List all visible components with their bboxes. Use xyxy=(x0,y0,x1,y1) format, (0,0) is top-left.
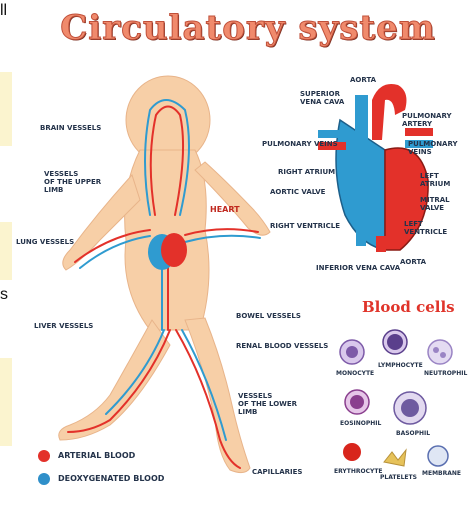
cell-label-basophil: BASOPHIL xyxy=(396,430,430,438)
label-brain-vessels: BRAIN VESSELS xyxy=(40,124,101,132)
label-upper-limb: VESSELS OF THE UPPER LIMB xyxy=(44,170,101,194)
membrane-cell xyxy=(428,446,448,466)
legend-deoxygenated-dot xyxy=(38,473,50,485)
label-aorta-bottom: AORTA xyxy=(400,258,426,266)
legend-arterial-dot xyxy=(38,450,50,462)
label-aortic-valve: AORTIC VALVE xyxy=(270,188,325,196)
label-capillaries: CAPILLARIES xyxy=(252,468,302,476)
label-left-atrium: LEFT ATRIUM xyxy=(420,172,468,188)
label-right-ventricle: RIGHT VENTRICLE xyxy=(270,222,340,230)
label-pulmonary-artery: PULMONARY ARTERY xyxy=(402,112,468,128)
label-pulmonary-veins-right: PULMONARY VEINS xyxy=(408,140,468,156)
legend-deoxygenated-label: DEOXYGENATED BLOOD xyxy=(58,475,164,483)
neutrophil-cell xyxy=(428,340,452,364)
label-mitral-valve: MITRAL VALVE xyxy=(420,196,468,212)
blood-cells-title: Blood cells xyxy=(362,298,455,316)
cell-label-membrane: MEMBRANE xyxy=(422,470,461,478)
label-left-ventricle: LEFT VENTRICLE xyxy=(404,220,468,236)
cell-label-platelets: PLATELETS xyxy=(380,474,417,482)
cell-label-erythrocyte: ERYTHROCYTE xyxy=(334,468,383,476)
cell-label-monocyte: MONOCYTE xyxy=(336,370,374,378)
label-liver-vessels: LIVER VESSELS xyxy=(34,322,93,330)
cell-label-eosinophil: EOSINOPHIL xyxy=(340,420,381,428)
label-aorta: AORTA xyxy=(350,76,376,84)
label-inferior-vena-cava: INFERIOR VENA CAVA xyxy=(316,264,400,272)
label-lower-limb: VESSELS OF THE LOWER LIMB xyxy=(238,392,297,416)
label-bowel-vessels: BOWEL VESSELS xyxy=(236,312,301,320)
legend-arterial-label: ARTERIAL BLOOD xyxy=(58,452,135,460)
cell-label-neutrophil: NEUTROPHIL xyxy=(424,370,467,378)
erythrocyte-cell xyxy=(343,443,361,461)
label-heart: HEART xyxy=(210,205,240,214)
label-pulmonary-veins-left: PULMONARY VEINS xyxy=(262,140,338,148)
label-superior-vena-cava: SUPERIOR VENA CAVA xyxy=(300,90,344,106)
blood-cell-images xyxy=(340,330,452,466)
label-lung-vessels: LUNG VESSELS xyxy=(16,238,74,246)
label-right-atrium: RIGHT ATRIUM xyxy=(278,168,335,176)
cell-label-lymphocyte: LYMPHOCYTE xyxy=(378,362,423,370)
label-renal-vessels: RENAL BLOOD VESSELS xyxy=(236,342,328,350)
platelets-cell xyxy=(384,450,406,466)
